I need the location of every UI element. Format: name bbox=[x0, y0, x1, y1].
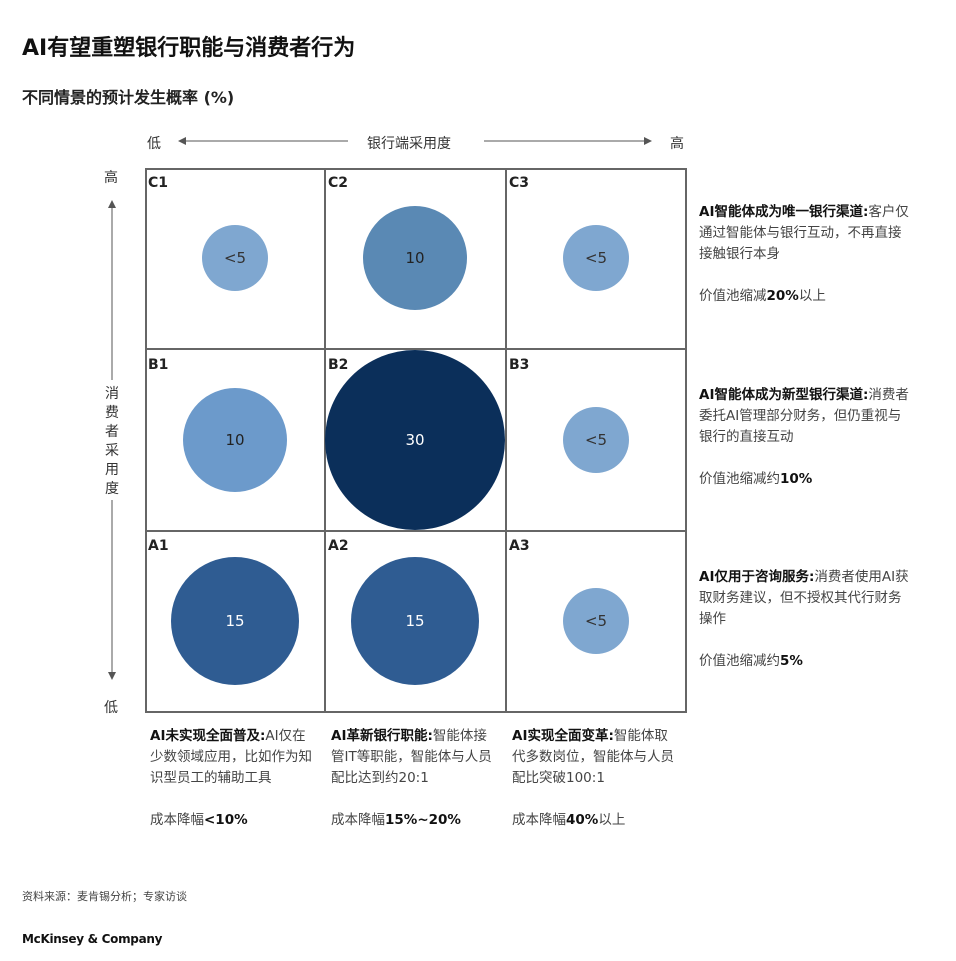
cell-label: B3 bbox=[509, 357, 530, 373]
column-description: AI革新银行职能:智能体接管IT等职能，智能体与人员配比达到约20:1 成本降幅1… bbox=[331, 726, 496, 831]
note-heading: AI实现全面变革: bbox=[512, 728, 614, 744]
bubble-value: <5 bbox=[584, 612, 608, 630]
bubble-value: <5 bbox=[584, 431, 608, 449]
probability-bubble: 15 bbox=[351, 557, 479, 685]
cell-label: A2 bbox=[328, 538, 349, 554]
probability-bubble: 10 bbox=[363, 206, 467, 310]
impact-value: 10% bbox=[780, 471, 813, 487]
x-axis-low: 低 bbox=[147, 136, 161, 152]
bubble-value: 10 bbox=[405, 249, 425, 267]
note-heading: AI仅用于咨询服务: bbox=[699, 569, 815, 585]
x-axis-high: 高 bbox=[670, 136, 684, 152]
note-heading: AI智能体成为唯一银行渠道: bbox=[699, 204, 869, 220]
y-axis-label: 消费者采用度 bbox=[105, 386, 119, 497]
impact-label: 价值池缩减约 bbox=[699, 471, 780, 487]
impact-value: 20% bbox=[766, 288, 799, 304]
cell-label: C2 bbox=[328, 175, 349, 191]
impact-label: 成本降幅 bbox=[150, 812, 204, 828]
row-description: AI智能体成为新型银行渠道:消费者委托AI管理部分财务，但仍重视与银行的直接互动… bbox=[699, 385, 914, 490]
note-body: 智能体接管IT等职能，智能体与人员配比达到约20:1 bbox=[331, 728, 492, 786]
impact-label: 成本降幅 bbox=[512, 812, 566, 828]
brand-logo: McKinsey & Company bbox=[22, 932, 163, 946]
chart-subtitle: 不同情景的预计发生概率 (%) bbox=[22, 88, 235, 107]
note-body: 智能体取代多数岗位，智能体与人员配比突破100:1 bbox=[512, 728, 674, 786]
bubble-value: 15 bbox=[405, 612, 425, 630]
x-arrow-right-icon bbox=[484, 137, 652, 145]
bubble-value: 10 bbox=[225, 431, 245, 449]
note-body: 客户仅通过智能体与银行互动，不再直接接触银行本身 bbox=[699, 204, 909, 262]
note-impact: 成本降幅40%以上 bbox=[512, 810, 677, 831]
bubble-value: <5 bbox=[584, 249, 608, 267]
impact-label: 价值池缩减 bbox=[699, 288, 767, 304]
probability-bubble: 15 bbox=[171, 557, 299, 685]
grid-divider bbox=[505, 168, 507, 713]
note-impact: 价值池缩减约5% bbox=[699, 651, 914, 672]
probability-bubble: <5 bbox=[202, 225, 268, 291]
probability-bubble: <5 bbox=[563, 588, 629, 654]
scenario-grid bbox=[145, 168, 687, 713]
impact-value: 40% bbox=[566, 812, 599, 828]
x-axis-label: 银行端采用度 bbox=[367, 136, 451, 152]
probability-bubble: 10 bbox=[183, 388, 287, 492]
y-axis-low: 低 bbox=[104, 700, 118, 716]
row-description: AI仅用于咨询服务:消费者使用AI获取财务建议，但不授权其代行财务操作价值池缩减… bbox=[699, 567, 914, 672]
probability-bubble: 30 bbox=[325, 350, 505, 530]
impact-value: 15%~20% bbox=[385, 812, 461, 828]
note-body: 消费者委托AI管理部分财务，但仍重视与银行的直接互动 bbox=[699, 387, 909, 445]
bubble-value: <5 bbox=[223, 249, 247, 267]
chart-title: AI有望重塑银行职能与消费者行为 bbox=[22, 36, 356, 61]
impact-label: 成本降幅 bbox=[331, 812, 385, 828]
cell-label: A3 bbox=[509, 538, 530, 554]
impact-label: 价值池缩减约 bbox=[699, 653, 780, 669]
note-impact: 成本降幅15%~20% bbox=[331, 810, 496, 831]
probability-bubble: <5 bbox=[563, 407, 629, 473]
row-description: AI智能体成为唯一银行渠道:客户仅通过智能体与银行互动，不再直接接触银行本身价值… bbox=[699, 202, 914, 307]
grid-divider bbox=[145, 348, 687, 350]
bubble-value: 15 bbox=[225, 612, 245, 630]
y-axis-high: 高 bbox=[104, 170, 118, 186]
note-impact: 成本降幅<10% bbox=[150, 810, 315, 831]
note-impact: 价值池缩减20%以上 bbox=[699, 286, 914, 307]
column-description: AI实现全面变革:智能体取代多数岗位，智能体与人员配比突破100:1 成本降幅40… bbox=[512, 726, 677, 831]
impact-value: 5% bbox=[780, 653, 803, 669]
y-arrow-up-icon bbox=[108, 200, 116, 380]
x-arrow-left-icon bbox=[178, 137, 348, 145]
bubble-value: 30 bbox=[405, 431, 425, 449]
impact-suffix: 以上 bbox=[798, 288, 826, 304]
impact-value: <10% bbox=[204, 812, 248, 828]
cell-label: C3 bbox=[509, 175, 530, 191]
y-arrow-down-icon bbox=[108, 500, 116, 680]
note-impact: 价值池缩减约10% bbox=[699, 469, 914, 490]
cell-label: C1 bbox=[148, 175, 169, 191]
source-note: 资料来源：麦肯锡分析；专家访谈 bbox=[22, 890, 187, 903]
note-heading: AI智能体成为新型银行渠道: bbox=[699, 387, 869, 403]
grid-divider bbox=[145, 530, 687, 532]
probability-bubble: <5 bbox=[563, 225, 629, 291]
cell-label: B2 bbox=[328, 357, 349, 373]
note-heading: AI革新银行职能: bbox=[331, 728, 433, 744]
column-description: AI未实现全面普及:AI仅在少数领域应用，比如作为知识型员工的辅助工具成本降幅<… bbox=[150, 726, 315, 831]
note-body: 消费者使用AI获取财务建议，但不授权其代行财务操作 bbox=[699, 569, 909, 627]
cell-label: A1 bbox=[148, 538, 169, 554]
note-body: AI仅在少数领域应用，比如作为知识型员工的辅助工具 bbox=[150, 728, 312, 786]
cell-label: B1 bbox=[148, 357, 169, 373]
note-heading: AI未实现全面普及: bbox=[150, 728, 266, 744]
impact-suffix: 以上 bbox=[598, 812, 626, 828]
